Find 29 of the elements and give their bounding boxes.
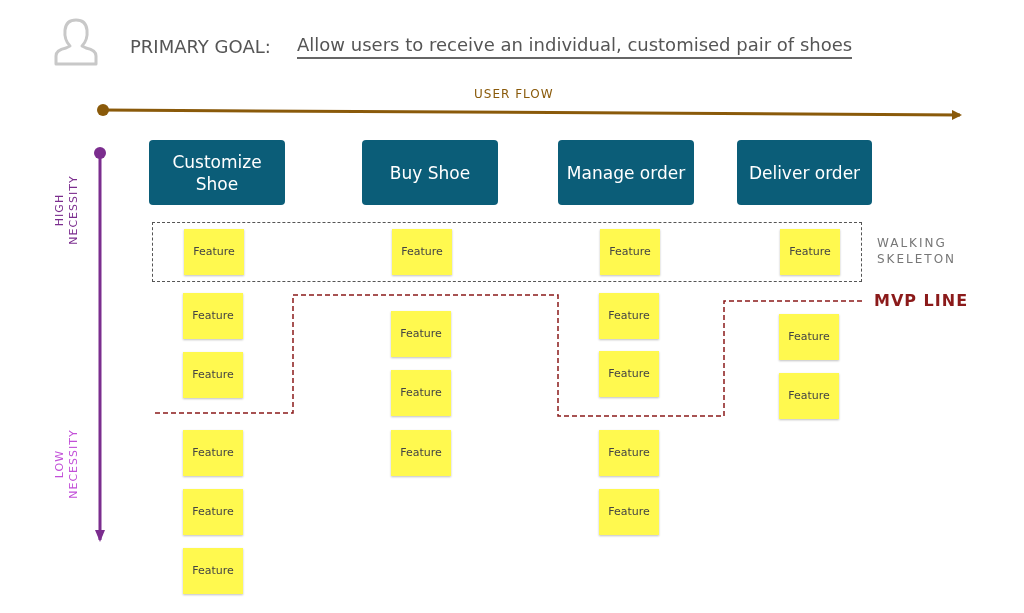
group-label: WALKING SKELETON	[877, 235, 957, 267]
sticky-note: Feature	[779, 314, 839, 360]
sticky-note: Feature	[391, 370, 451, 416]
activity-box: Deliver order	[737, 140, 872, 205]
line-label: MVP LINE	[874, 290, 969, 312]
sticky-note: Feature	[391, 311, 451, 357]
goal-label: PRIMARY GOAL:	[130, 35, 271, 59]
sticky-note: Feature	[183, 293, 243, 339]
sticky-note: Feature	[183, 548, 243, 594]
axis-label: USER FLOW	[474, 86, 554, 103]
activity-box: Customize Shoe	[149, 140, 285, 205]
sticky-note: Feature	[600, 229, 660, 275]
activity-box: Manage order	[558, 140, 694, 205]
activity-box: Buy Shoe	[362, 140, 498, 205]
goal-statement: Allow users to receive an individual, customised pair of shoes	[297, 33, 853, 59]
sticky-note: Feature	[780, 229, 840, 275]
sticky-note: Feature	[599, 351, 659, 397]
sticky-note: Feature	[599, 489, 659, 535]
axis-label: HIGH NECESSITY	[53, 174, 81, 247]
sticky-note: Feature	[779, 373, 839, 419]
sticky-note: Feature	[391, 430, 451, 476]
sticky-note: Feature	[184, 229, 244, 275]
sticky-note: Feature	[599, 293, 659, 339]
sticky-note: Feature	[183, 430, 243, 476]
sticky-note: Feature	[183, 489, 243, 535]
sticky-note: Feature	[392, 229, 452, 275]
sticky-note: Feature	[183, 352, 243, 398]
axis-label: LOW NECESSITY	[53, 428, 81, 501]
sticky-note: Feature	[599, 430, 659, 476]
